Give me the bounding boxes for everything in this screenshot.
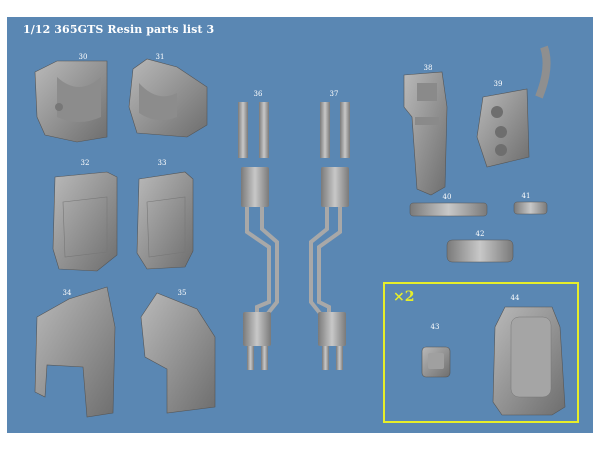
part-40-shape <box>409 202 488 217</box>
part-42-shape <box>446 239 514 263</box>
label-part-44: 44 <box>510 294 520 302</box>
sheet-title: 1/12 365GTS Resin parts list 3 <box>23 23 215 36</box>
part-35-shape <box>140 292 216 414</box>
label-part-32: 32 <box>80 159 90 167</box>
parts-illustration <box>34 45 566 418</box>
part-37-shape <box>309 102 350 370</box>
part-34-shape <box>34 286 116 418</box>
label-part-42: 42 <box>475 230 485 238</box>
part-33-shape <box>136 171 194 270</box>
label-part-31: 31 <box>155 53 165 61</box>
parts-sheet: 1/12 365GTS Resin parts list 3 30 31 32 … <box>7 17 593 433</box>
part-43-shape <box>421 346 451 378</box>
part-32-shape <box>52 171 118 272</box>
part-39-shape <box>476 45 551 168</box>
part-30-shape <box>34 60 108 143</box>
part-44-shape <box>492 306 566 416</box>
label-part-41: 41 <box>521 192 531 200</box>
label-part-30: 30 <box>78 53 88 61</box>
label-part-33: 33 <box>157 159 167 167</box>
label-part-35: 35 <box>177 289 187 297</box>
label-part-40: 40 <box>442 193 452 201</box>
highlight-box <box>383 282 579 423</box>
label-part-34: 34 <box>62 289 72 297</box>
label-part-43: 43 <box>430 323 440 331</box>
part-31-shape <box>128 58 208 138</box>
label-part-38: 38 <box>423 64 433 72</box>
multiplier-label: ×2 <box>393 289 415 305</box>
part-36-shape <box>238 102 279 370</box>
part-38-shape <box>403 71 448 196</box>
label-part-37: 37 <box>329 90 339 98</box>
label-part-36: 36 <box>253 90 263 98</box>
label-part-39: 39 <box>493 80 503 88</box>
part-41-shape <box>513 201 548 215</box>
